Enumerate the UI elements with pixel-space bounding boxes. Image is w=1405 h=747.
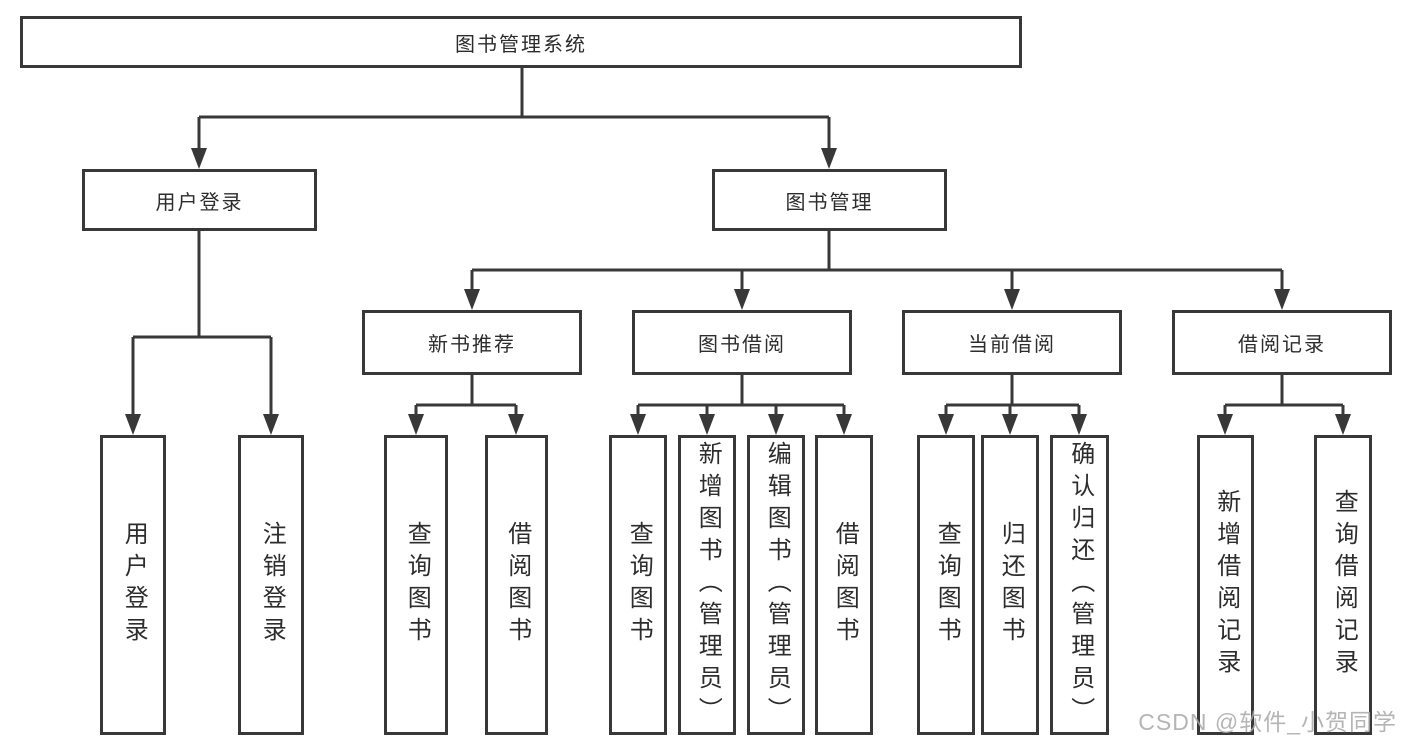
node-user-login-branch: 用户登录 — [82, 169, 317, 231]
node-book-management: 图书管理 — [712, 169, 947, 231]
connector-user-login-branch — [125, 231, 279, 435]
leaf-query-borrow-record: 查询借阅记录 — [1314, 435, 1372, 735]
connector-line — [197, 68, 831, 150]
leaf-confirm-return-admin: 确认归还（管理员） — [1050, 435, 1109, 735]
connector-line — [131, 231, 273, 416]
arrowhead-icon — [408, 414, 424, 435]
connector-root-to-level2 — [191, 68, 837, 169]
connector-borrowing-records-children — [1217, 375, 1351, 435]
leaf-label: 归还图书 — [997, 521, 1025, 649]
arrowhead-icon — [508, 414, 524, 435]
arrowhead-icon — [1274, 289, 1290, 310]
arrowhead-icon — [263, 414, 279, 435]
connector-line — [1223, 375, 1345, 416]
leaf-label: 查询图书 — [625, 521, 653, 649]
leaf-label: 借阅图书 — [831, 521, 859, 649]
node-borrowing-records: 借阅记录 — [1172, 310, 1392, 375]
leaf-label: 借阅图书 — [503, 521, 531, 649]
node-current-borrowing: 当前借阅 — [902, 310, 1122, 375]
connector-line — [636, 375, 846, 416]
leaf-label: 查询图书 — [403, 521, 431, 649]
arrowhead-icon — [125, 414, 141, 435]
leaf-borrow-books: 借阅图书 — [815, 435, 873, 735]
watermark: CSDN @软件_小贺同学 — [1138, 709, 1397, 735]
leaf-label: 编辑图书（管理员） — [763, 441, 791, 729]
arrowhead-icon — [1002, 414, 1018, 435]
leaf-borrow-books-recommendation: 借阅图书 — [485, 435, 548, 735]
arrowhead-icon — [1335, 414, 1351, 435]
arrowhead-icon — [1004, 289, 1020, 310]
node-book-borrowing: 图书借阅 — [632, 310, 852, 375]
arrowhead-icon — [630, 414, 646, 435]
leaf-edit-book-admin: 编辑图书（管理员） — [747, 435, 805, 735]
leaf-label: 查询图书 — [933, 521, 961, 649]
leaf-label: 注销登录 — [258, 521, 286, 649]
arrowhead-icon — [836, 414, 852, 435]
connector-new-book-recommendation-children — [408, 375, 524, 435]
arrowhead-icon — [699, 414, 715, 435]
leaf-label: 查询借阅记录 — [1330, 489, 1358, 681]
arrowhead-icon — [1071, 414, 1087, 435]
connector-line — [944, 375, 1081, 416]
node-new-book-recommendation: 新书推荐 — [362, 310, 582, 375]
leaf-label: 用户登录 — [120, 521, 148, 649]
leaf-logout: 注销登录 — [238, 435, 304, 735]
connector-book-management-branch — [464, 231, 1290, 310]
leaf-query-books-current: 查询图书 — [917, 435, 975, 735]
node-library-management-system: 图书管理系统 — [20, 16, 1022, 68]
leaf-query-books-recommendation: 查询图书 — [384, 435, 448, 735]
leaf-add-book-admin: 新增图书（管理员） — [678, 435, 736, 735]
arrowhead-icon — [1217, 414, 1233, 435]
leaf-user-login: 用户登录 — [100, 435, 166, 735]
leaf-query-books-borrowing: 查询图书 — [609, 435, 667, 735]
leaf-return-books: 归还图书 — [981, 435, 1039, 735]
arrowhead-icon — [938, 414, 954, 435]
arrowhead-icon — [821, 148, 837, 169]
arrowhead-icon — [191, 148, 207, 169]
leaf-label: 确认归还（管理员） — [1066, 441, 1094, 729]
connector-line — [470, 231, 1284, 291]
leaf-add-borrow-record: 新增借阅记录 — [1197, 435, 1254, 735]
arrowhead-icon — [464, 289, 480, 310]
arrowhead-icon — [734, 289, 750, 310]
connector-current-borrowing-children — [938, 375, 1087, 435]
leaf-label: 新增借阅记录 — [1212, 489, 1240, 681]
arrowhead-icon — [768, 414, 784, 435]
leaf-label: 新增图书（管理员） — [694, 441, 722, 729]
connector-line — [414, 375, 518, 416]
connector-book-borrowing-children — [630, 375, 852, 435]
